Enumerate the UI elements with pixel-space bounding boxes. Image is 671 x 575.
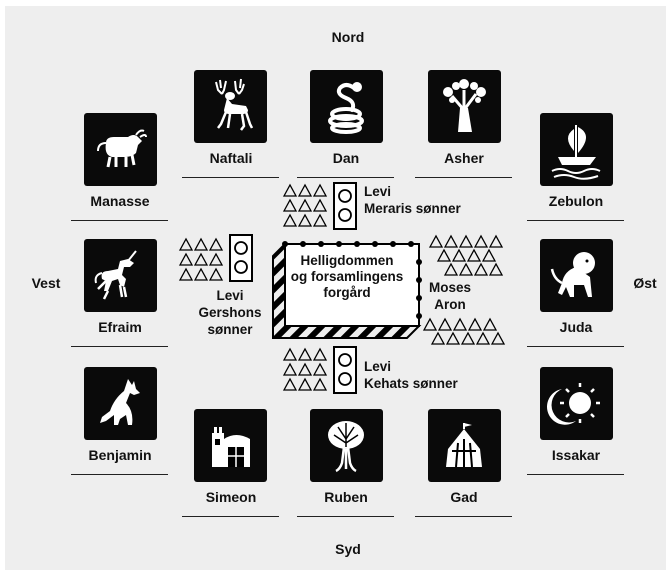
label-underline [182,516,279,517]
tribe-label-dan: Dan [332,150,360,166]
label-underline [182,177,279,178]
wolf-icon [84,367,157,440]
sanctuary-line-2: og forsamlingens [290,269,404,284]
deer-icon [194,70,267,143]
tribe-label-asher: Asher [444,150,484,166]
tents-south-icon [282,347,328,391]
sanctuary-line-3: forgård [323,285,371,300]
tents-east-upper-icon [428,234,504,276]
tents-west-icon [178,237,224,281]
tribe-label-issakar: Issakar [551,447,601,463]
levi-gershon-line-3: sønner [207,322,253,337]
tribe-label-ruben: Ruben [324,489,368,505]
tribe-label-zebulon: Zebulon [548,193,604,209]
levi-merari-line-2: Meraris sønner [364,201,461,216]
tribe-label-gad: Gad [450,489,478,505]
tribe-label-simeon: Simeon [205,489,257,505]
ship-icon [540,113,613,186]
serpent-icon [310,70,383,143]
label-underline [297,516,394,517]
tribe-label-juda: Juda [559,319,593,335]
moses-aron-line-2: Aron [434,297,466,312]
direction-east: Øst [633,275,657,291]
label-underline [527,220,624,221]
levi-kehat-line-2: Kehats sønner [364,376,458,391]
tabernacle-court-frame [272,241,422,339]
label-underline [415,516,512,517]
pillar-north-icon [333,182,357,230]
levi-gershon-line-2: Gershons [198,305,262,320]
levi-kehat-line-1: Levi [364,359,392,374]
levi-gershon-line-1: Levi [216,288,244,303]
levi-kehat-label: Levi Kehats sønner [364,358,458,392]
sun-moon-icon [540,367,613,440]
unicorn-icon [84,239,157,312]
tree-icon [428,70,501,143]
levi-gershon-label: Levi Gershons sønner [198,287,261,338]
sanctuary-line-1: Helligdommen [300,253,394,268]
tents-north-icon [282,183,328,227]
mandrake-icon [310,409,383,482]
label-underline [415,177,512,178]
tents-east-lower-icon [422,317,506,345]
direction-south: Syd [335,541,361,557]
lion-icon [540,239,613,312]
tent-icon [428,409,501,482]
label-underline [71,474,168,475]
moses-aron-label: Moses Aron [429,279,471,313]
label-underline [297,177,394,178]
levi-merari-line-1: Levi [364,184,392,199]
label-underline [71,346,168,347]
tribe-label-efraim: Efraim [98,319,142,335]
pillar-south-icon [333,346,357,394]
tribe-label-naftali: Naftali [209,150,253,166]
bull-icon [84,113,157,186]
moses-aron-line-1: Moses [428,280,472,295]
pillar-west-icon [229,234,253,282]
levi-merari-label: Levi Meraris sønner [364,183,461,217]
sanctuary-label: Helligdommen og forsamlingens forgård [285,253,410,301]
city-gate-icon [194,409,267,482]
label-underline [71,220,168,221]
tribe-label-benjamin: Benjamin [88,447,152,463]
direction-north: Nord [331,29,365,45]
tribe-label-manasse: Manasse [90,193,150,209]
label-underline [527,346,624,347]
direction-west: Vest [31,275,61,291]
label-underline [527,474,624,475]
